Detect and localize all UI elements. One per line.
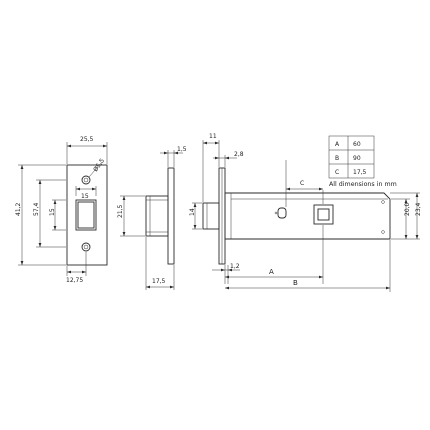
body-slot: [277, 207, 287, 219]
strike-height-inner-label: 57,4: [33, 202, 40, 216]
body-screw-1: [381, 200, 385, 204]
body-faceplate-label: 2,8: [234, 151, 244, 158]
body-bottom-offset-label: 1,2: [230, 263, 240, 270]
table-row-2-value: 90: [353, 155, 361, 162]
strike-top-hole-inner: [83, 177, 89, 183]
strike-hole-spacing-label: 15: [49, 208, 56, 216]
strike-bottom-label: 12,75: [66, 277, 83, 284]
table-row-2-label: B: [335, 155, 339, 162]
strike-latch-opening: [75, 199, 97, 231]
table-row-1-label: A: [335, 141, 340, 148]
body-latch-bolt: [202, 202, 220, 230]
strike-bottom-hole: [81, 242, 91, 252]
body-right-height-1-label: 20,0: [404, 202, 411, 216]
body-right-height-2-label: 23,4: [415, 202, 422, 216]
latch-side-view: 1,5 21,5 17,5: [117, 146, 187, 290]
body-follower-inner: [317, 208, 330, 221]
body-screw-2: [381, 230, 385, 234]
body-a-label: A: [269, 268, 274, 276]
strike-plate-outline: [66, 164, 108, 266]
table-note: All dimensions in mm: [329, 181, 397, 188]
strike-height-total-label: 41,2: [15, 202, 22, 216]
body-case: [224, 192, 391, 240]
dimension-table: A 60 B 90 C 17,5 All dimensions in mm: [328, 135, 397, 188]
strike-width-label: 25,5: [80, 136, 94, 143]
table-row-3-value: 17,5: [353, 169, 367, 176]
body-b-label: B: [293, 279, 298, 287]
strike-plate-view: 25,5 Ø5,5 15 41,2 57,4 15: [15, 136, 108, 284]
side-latch-body: [145, 195, 169, 237]
strike-bottom-hole-inner: [83, 244, 89, 250]
body-bolt-height-label: 14: [189, 208, 196, 216]
side-thickness-label: 1,5: [177, 146, 187, 153]
body-top-width-label: 11: [209, 133, 217, 140]
strike-top-hole: [81, 175, 91, 185]
latch-body-view: 11 2,8 14 C 1,2 A: [189, 133, 422, 292]
body-screw-3: [274, 211, 278, 215]
table-row-3-label: C: [335, 169, 339, 176]
strike-latch-opening-inner: [77, 201, 95, 229]
body-follower: [313, 204, 334, 225]
strike-offset-label: 15: [81, 193, 89, 200]
side-height-label: 21,5: [117, 204, 124, 218]
side-depth-label: 17,5: [152, 278, 166, 285]
body-c-label: C: [300, 180, 304, 187]
table-row-1-value: 60: [353, 141, 361, 148]
side-faceplate: [167, 167, 175, 265]
